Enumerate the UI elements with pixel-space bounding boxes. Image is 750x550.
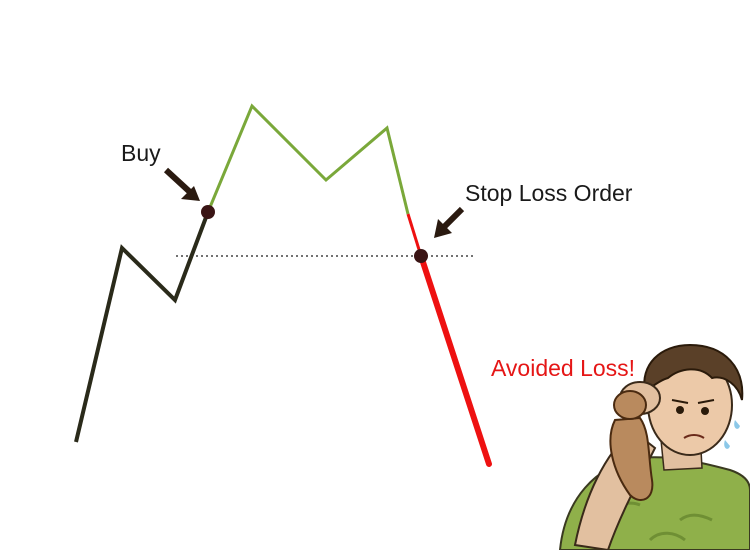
price-path-profit — [206, 103, 410, 215]
price-path-drop-to-stop — [406, 213, 423, 257]
price-path-avoided-loss — [418, 253, 492, 467]
buy-arrow-icon — [163, 167, 200, 201]
stop-loss-arrow-icon — [434, 206, 465, 238]
buy-label: Buy — [121, 140, 161, 166]
stop-loss-marker — [414, 249, 428, 263]
sweating-man-illustration-icon — [558, 343, 750, 550]
price-path-before-buy — [74, 211, 210, 443]
avoided-loss-label: Avoided Loss! — [491, 355, 636, 381]
stop-loss-order-label: Stop Loss Order — [465, 180, 633, 206]
buy-marker — [201, 205, 215, 219]
